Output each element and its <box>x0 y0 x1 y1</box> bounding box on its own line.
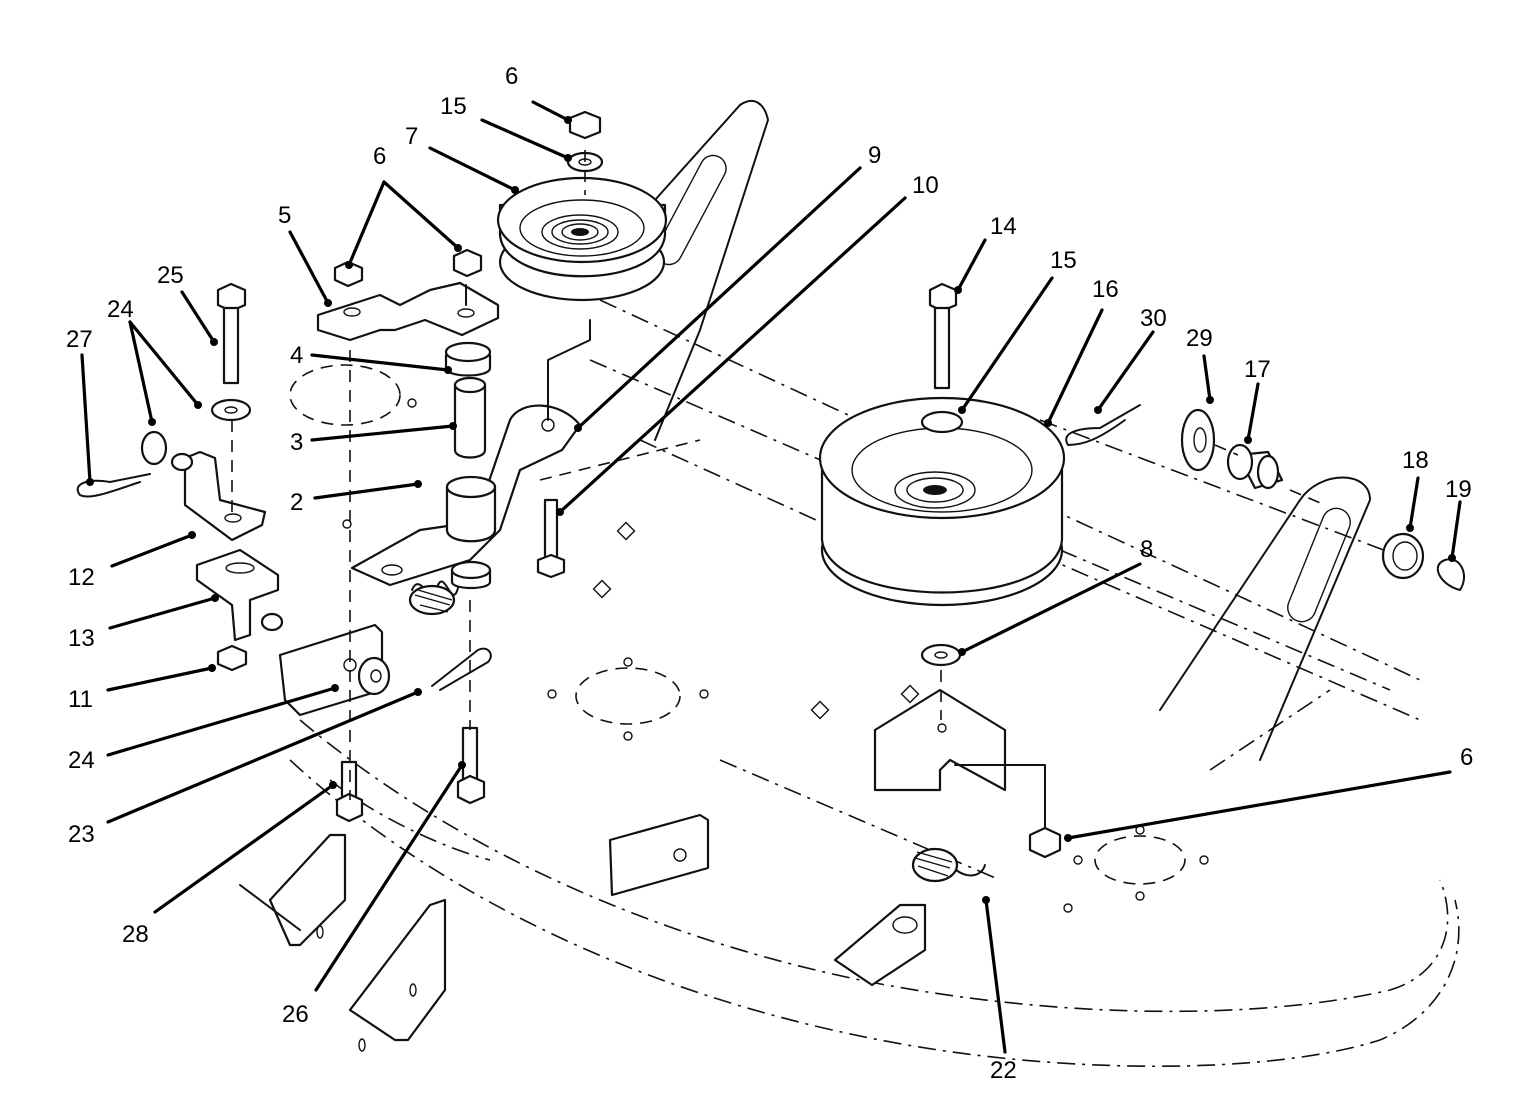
callout-8: 8 <box>1140 536 1153 563</box>
bracket-12 <box>170 450 267 542</box>
callout-16: 16 <box>1092 276 1119 303</box>
bolt-28 <box>335 760 364 823</box>
callout-17: 17 <box>1244 356 1271 383</box>
callout-25: 25 <box>157 262 184 289</box>
bushing-17 <box>1226 443 1284 490</box>
callout-23: 23 <box>68 821 95 848</box>
callout-30: 30 <box>1140 305 1167 332</box>
callout-6-right: 6 <box>1460 744 1473 771</box>
callout-7: 7 <box>405 123 418 150</box>
callout-2: 2 <box>290 489 303 516</box>
callout-29: 29 <box>1186 325 1213 352</box>
callout-4: 4 <box>290 342 303 369</box>
cotter-pin-23 <box>431 647 492 691</box>
callout-24-top: 24 <box>107 296 134 323</box>
washer-29 <box>1180 408 1216 472</box>
bracket-13 <box>195 548 284 642</box>
callout-9: 9 <box>868 142 881 169</box>
idler-pulley-upper <box>496 176 668 302</box>
callout-18: 18 <box>1402 447 1429 474</box>
callout-12: 12 <box>68 564 95 591</box>
callout-14: 14 <box>990 213 1017 240</box>
callout-15-top: 15 <box>440 93 467 120</box>
bolt-10 <box>536 498 566 579</box>
nuts <box>216 110 1062 859</box>
small-spring <box>408 580 459 616</box>
callout-24-bottom: 24 <box>68 747 95 774</box>
callout-22: 22 <box>990 1057 1017 1084</box>
callout-11: 11 <box>68 686 93 713</box>
idler-arm <box>350 319 591 587</box>
leader-lines <box>80 100 1462 1054</box>
callout-6-bracket: 6 <box>373 143 386 170</box>
callout-10: 10 <box>912 172 939 199</box>
mower-deck <box>239 100 1460 1068</box>
callout-28: 28 <box>122 921 149 948</box>
washer-24-lower-hole <box>370 669 382 683</box>
hairpin-30 <box>1065 404 1141 446</box>
bolt-25 <box>210 282 252 422</box>
washer-24-upper <box>140 430 168 466</box>
bolt-14 <box>928 282 958 390</box>
callout-labels: 6 15 7 6 9 10 5 25 24 27 4 3 2 12 13 11 … <box>66 63 1473 1084</box>
idler-pulley-lower <box>818 396 1066 607</box>
bushing-stack <box>444 341 497 590</box>
callout-13: 13 <box>68 625 95 652</box>
callout-15-right: 15 <box>1050 247 1077 274</box>
washer-18-inner <box>1392 541 1418 571</box>
washer-24-lower <box>357 656 391 696</box>
callout-3: 3 <box>290 429 303 456</box>
washer-29-hole <box>1193 427 1207 453</box>
bracket-5 <box>316 281 500 342</box>
washer-8 <box>920 643 962 667</box>
spring-22 <box>911 847 986 883</box>
center-lines <box>231 150 1326 800</box>
hairpin-27 <box>76 473 151 498</box>
callout-26: 26 <box>282 1001 309 1028</box>
callout-19: 19 <box>1445 476 1472 503</box>
retaining-ring-19 <box>1436 558 1465 591</box>
callout-27: 27 <box>66 326 93 353</box>
washer-8-hole <box>934 651 948 659</box>
callout-6-top: 6 <box>505 63 518 90</box>
callout-5: 5 <box>278 202 291 229</box>
